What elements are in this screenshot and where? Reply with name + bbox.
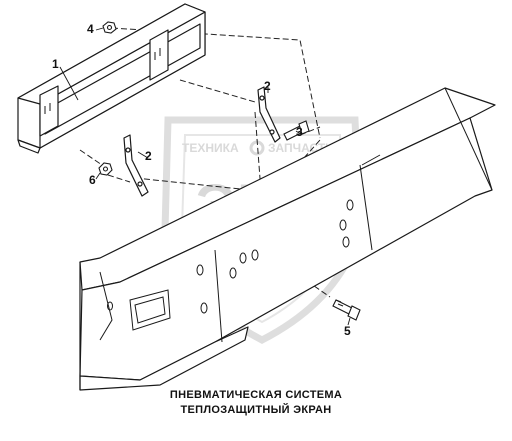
callout-2-lower: 2: [145, 149, 152, 163]
callout-5: 5: [344, 324, 351, 338]
rail-cutout: [129, 289, 171, 331]
frame-rail: [79, 87, 496, 391]
bracket-upper: [257, 86, 281, 143]
bolt-3: [283, 120, 310, 141]
callout-3: 3: [296, 125, 303, 139]
callout-6: 6: [89, 173, 96, 187]
nut-4: [102, 21, 117, 34]
callout-2-upper: 2: [264, 79, 271, 93]
caption-assembly: ТЕПЛОЗАЩИТНЫЙ ЭКРАН: [180, 404, 332, 416]
heat-shield: [17, 3, 206, 154]
bracket-lower: [123, 134, 149, 197]
heat-shield-slots: [44, 48, 161, 114]
callouts: 1 2 2 3 4 5 6: [52, 22, 351, 338]
frame-rail-details: [99, 87, 493, 343]
bolt-5: [332, 299, 361, 321]
callout-1: 1: [52, 57, 59, 71]
nut-6: [98, 162, 113, 176]
watermark-brand-top: ТЕХНИКА: [182, 141, 239, 155]
callout-4: 4: [87, 22, 94, 36]
leader-lines: [59, 27, 351, 326]
caption-system: ПНЕВМАТИЧЕСКАЯ СИСТЕМА: [169, 389, 343, 401]
